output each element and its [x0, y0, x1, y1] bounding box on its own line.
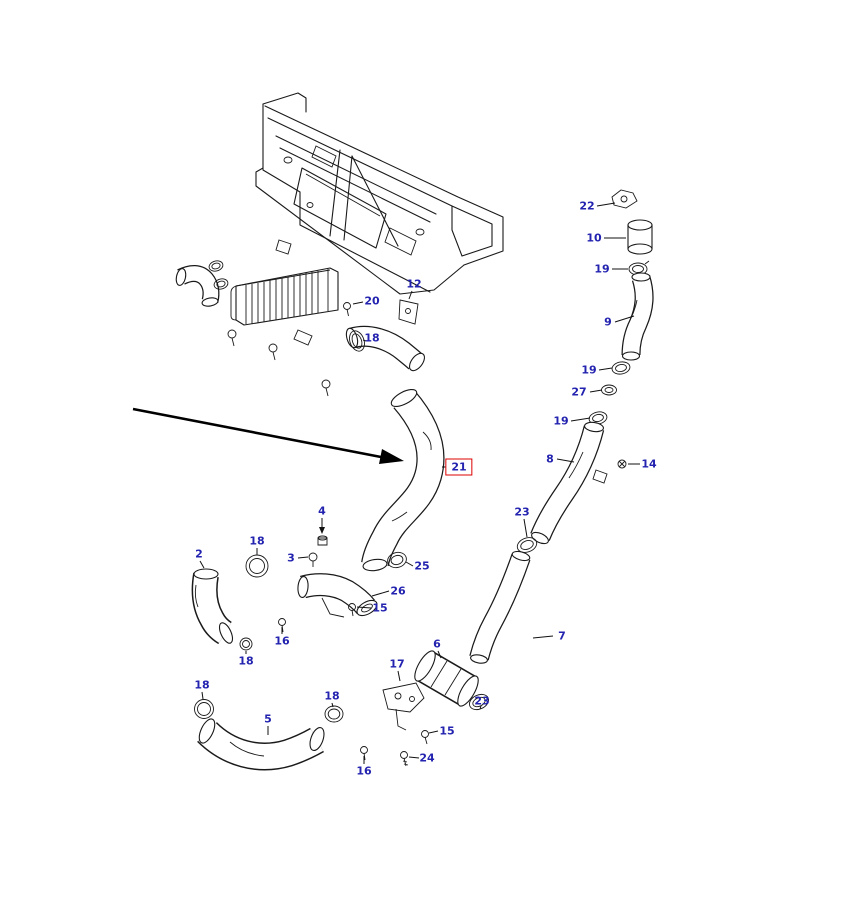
- outlet-tube: [345, 325, 426, 372]
- hose-5: [197, 718, 325, 771]
- resonator-10: [627, 219, 653, 255]
- fitting-3: [308, 552, 318, 567]
- fitting-4: [317, 535, 328, 546]
- part-label-14-8[interactable]: 14: [641, 457, 657, 471]
- leader-line-22-0: [596, 202, 616, 207]
- pointer-arrow: [132, 407, 404, 464]
- leader-line-15-18: [356, 606, 372, 609]
- bracket-22: [611, 189, 638, 209]
- part-label-10-1[interactable]: 10: [586, 231, 602, 245]
- part-label-15-30[interactable]: 15: [439, 724, 455, 738]
- part-label-26-17[interactable]: 26: [390, 584, 406, 598]
- part-label-18-23[interactable]: 18: [194, 678, 210, 692]
- part-label-15-18[interactable]: 15: [372, 601, 388, 615]
- intercooler-fins: [251, 271, 319, 324]
- leader-line-23-9: [523, 518, 528, 538]
- part-label-16-31[interactable]: 16: [356, 764, 372, 778]
- leader-line-19-4: [598, 367, 613, 371]
- part-label-24-32[interactable]: 24: [419, 751, 435, 765]
- bracket-12: [398, 299, 419, 325]
- part-label-16-21[interactable]: 16: [274, 634, 290, 648]
- part-label-7-29[interactable]: 7: [558, 629, 566, 643]
- bolt-15-b: [421, 730, 429, 745]
- part-label-4-14[interactable]: 4: [318, 504, 326, 518]
- part-label-25-16[interactable]: 25: [414, 559, 430, 573]
- part-label-8-7[interactable]: 8: [546, 452, 554, 466]
- hose-8: [530, 421, 605, 545]
- part-label-20-11[interactable]: 20: [364, 294, 380, 308]
- bolt-14: [617, 459, 627, 469]
- bolt-15-a: [348, 603, 356, 617]
- leader-line-15-30: [428, 730, 439, 734]
- leader-line-19-6: [570, 417, 591, 422]
- part-label-3-15[interactable]: 3: [287, 551, 295, 565]
- clip-bracket: [592, 469, 608, 484]
- clamp-25: [387, 551, 407, 569]
- part-label-9-3[interactable]: 9: [604, 315, 612, 329]
- leader-line-18-25: [331, 702, 334, 708]
- bolt-24: [400, 751, 409, 767]
- leader-line-18-12: [362, 339, 367, 342]
- leader-line-9-3: [614, 315, 635, 323]
- clamp-19-b: [611, 361, 631, 375]
- leader-line-12-10: [408, 290, 413, 300]
- leader-line-25-16: [405, 561, 414, 567]
- part-label-23-9[interactable]: 23: [514, 505, 530, 519]
- part-label-19-6[interactable]: 19: [553, 414, 569, 428]
- part-label-2-20[interactable]: 2: [195, 547, 203, 561]
- bracket-17: [382, 682, 425, 731]
- hose-2: [191, 568, 234, 645]
- part-label-19-2[interactable]: 19: [594, 262, 610, 276]
- part-label-12-10[interactable]: 12: [406, 277, 422, 291]
- connector-6: [414, 650, 479, 707]
- leader-line-26-17: [371, 590, 390, 597]
- part-label-18-25[interactable]: 18: [324, 689, 340, 703]
- inlet-elbow: [175, 260, 229, 307]
- intercooler: [230, 267, 339, 346]
- clamp-18-small: [239, 637, 253, 651]
- part-label-5-24[interactable]: 5: [264, 712, 272, 726]
- leader-line-3-15: [297, 556, 309, 559]
- part-label-23-28[interactable]: 23: [474, 694, 490, 708]
- clamp-18-outlet: [349, 330, 365, 352]
- elbow-26: [297, 573, 378, 618]
- hose-9: [621, 272, 654, 361]
- clamp-23-a: [516, 537, 538, 553]
- clamp-18-hose5-left: [194, 699, 214, 719]
- leader-line-7-29: [532, 635, 554, 639]
- leader-line-23-28: [479, 705, 482, 710]
- clamp-18-hose5-right: [324, 705, 344, 723]
- part-label-21-selected-13[interactable]: 21: [445, 458, 473, 476]
- leader-line-27-5: [589, 389, 603, 393]
- part-label-18-22[interactable]: 18: [238, 654, 254, 668]
- part-label-18-19[interactable]: 18: [249, 534, 265, 548]
- pipe-7: [469, 550, 531, 664]
- fasteners-misc: [227, 239, 331, 397]
- part-label-18-12[interactable]: 18: [364, 331, 380, 345]
- part-label-17-26[interactable]: 17: [389, 657, 405, 671]
- part-label-27-5[interactable]: 27: [571, 385, 587, 399]
- front-panel: [255, 92, 504, 295]
- part-label-19-4[interactable]: 19: [581, 363, 597, 377]
- part-label-22-0[interactable]: 22: [579, 199, 595, 213]
- part-label-6-27[interactable]: 6: [433, 637, 441, 651]
- leader-line-8-7: [556, 458, 575, 463]
- leader-line-20-11: [352, 301, 364, 305]
- leader-line-6-27: [437, 650, 442, 659]
- leader-line-17-26: [397, 670, 401, 682]
- hose-21: [361, 389, 445, 572]
- leader-line-18-23: [201, 691, 204, 700]
- leader-line-2-20: [199, 560, 205, 569]
- leader-line-24-32: [408, 756, 420, 759]
- clamp-23-b: [469, 693, 489, 711]
- screw-20: [343, 302, 351, 317]
